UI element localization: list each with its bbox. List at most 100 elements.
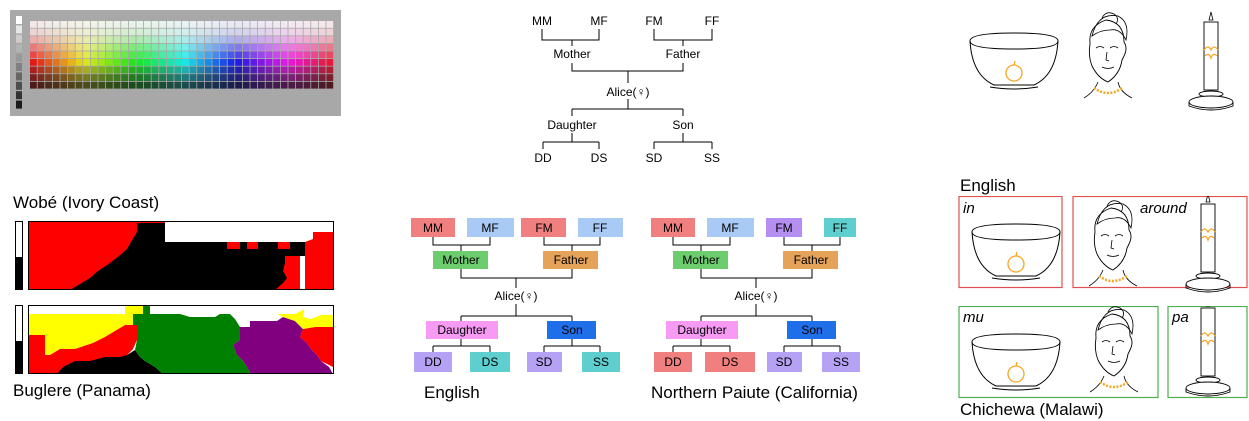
wobe-red-right bbox=[305, 232, 333, 290]
color-chip bbox=[273, 74, 280, 81]
color-chip bbox=[30, 36, 37, 43]
color-chip bbox=[265, 81, 273, 89]
color-chip bbox=[75, 36, 83, 43]
plain-mf: MF bbox=[590, 14, 607, 28]
color-chip bbox=[288, 28, 296, 36]
paiute-ss-box bbox=[822, 352, 860, 372]
color-chip bbox=[311, 74, 318, 81]
paiute-sd-box bbox=[767, 352, 802, 372]
english-fm-box bbox=[521, 218, 566, 237]
chichewa-mu-label: mu bbox=[963, 309, 984, 326]
color-chip bbox=[45, 21, 52, 28]
color-chip bbox=[303, 36, 311, 43]
color-chip bbox=[60, 66, 68, 74]
color-chip bbox=[75, 74, 83, 81]
color-chip bbox=[60, 28, 68, 36]
color-chip bbox=[121, 51, 128, 59]
color-chip bbox=[227, 28, 235, 36]
color-chip bbox=[98, 28, 106, 36]
wobe-map-border bbox=[28, 221, 334, 290]
color-chip bbox=[174, 36, 182, 43]
color-chip bbox=[288, 59, 296, 66]
paiute-kinship-caption: Northern Paiute (California) bbox=[651, 383, 858, 402]
color-chip bbox=[144, 21, 151, 28]
color-chip bbox=[258, 43, 265, 51]
color-chip bbox=[30, 51, 37, 59]
color-chip bbox=[235, 36, 242, 43]
color-chip bbox=[204, 43, 212, 51]
color-chip bbox=[136, 51, 144, 59]
color-chip bbox=[60, 51, 68, 59]
color-chip bbox=[212, 43, 220, 51]
color-chip bbox=[144, 81, 151, 89]
color-chip bbox=[326, 21, 334, 28]
color-chip bbox=[136, 59, 144, 66]
color-chip bbox=[144, 51, 151, 59]
color-chip bbox=[182, 21, 189, 28]
color-chip bbox=[128, 81, 136, 89]
color-chip bbox=[151, 81, 159, 89]
color-chip bbox=[136, 74, 144, 81]
color-chip bbox=[204, 21, 212, 28]
color-chip bbox=[83, 74, 90, 81]
color-chip bbox=[144, 43, 151, 51]
color-chip bbox=[296, 51, 303, 59]
color-chip bbox=[52, 28, 60, 36]
gray-chip bbox=[16, 25, 22, 34]
color-chip bbox=[45, 28, 52, 36]
color-chip bbox=[113, 21, 121, 28]
color-chip bbox=[128, 59, 136, 66]
color-chip bbox=[227, 66, 235, 74]
color-chip bbox=[174, 74, 182, 81]
color-chip bbox=[273, 21, 280, 28]
color-chip bbox=[326, 59, 334, 66]
color-chip bbox=[151, 59, 159, 66]
gray-chip bbox=[16, 91, 22, 100]
buglere-red-right bbox=[300, 327, 333, 374]
color-chip bbox=[128, 74, 136, 81]
color-chip bbox=[265, 66, 273, 74]
color-chip bbox=[204, 51, 212, 59]
english-around-face-icon bbox=[1087, 199, 1139, 288]
color-chip bbox=[68, 66, 75, 74]
color-chip bbox=[242, 21, 250, 28]
color-chip bbox=[75, 43, 83, 51]
color-chip bbox=[273, 66, 280, 74]
english-ss-box bbox=[582, 352, 620, 372]
color-chip bbox=[174, 81, 182, 89]
color-chip bbox=[45, 43, 52, 51]
wobe-color-map bbox=[15, 221, 334, 290]
color-chip bbox=[151, 43, 159, 51]
color-chip bbox=[60, 43, 68, 51]
color-chip bbox=[159, 66, 166, 74]
english-mm: MM bbox=[423, 221, 443, 235]
plain-ss: SS bbox=[704, 151, 720, 165]
gray-chip bbox=[16, 72, 22, 81]
color-chip bbox=[121, 59, 128, 66]
color-chip bbox=[37, 74, 45, 81]
color-chip bbox=[204, 66, 212, 74]
color-chip bbox=[106, 36, 113, 43]
color-chip bbox=[326, 74, 334, 81]
color-chip bbox=[159, 51, 166, 59]
color-chip bbox=[52, 59, 60, 66]
color-chip bbox=[235, 28, 242, 36]
color-chip bbox=[227, 21, 235, 28]
buglere-green-region bbox=[133, 306, 251, 374]
color-chip bbox=[227, 74, 235, 81]
kinship-tree-plain: MM MF FM FF Mother Father Alice(♀) Daugh… bbox=[532, 14, 720, 165]
color-chip bbox=[280, 21, 288, 28]
plain-ff: FF bbox=[705, 14, 720, 28]
english-dd-box bbox=[414, 352, 452, 372]
paiute-tree-lines bbox=[672, 237, 841, 352]
color-chip bbox=[296, 74, 303, 81]
chichewa-pa-label: pa bbox=[1171, 309, 1189, 326]
gray-chip bbox=[16, 34, 22, 43]
color-chip bbox=[90, 74, 98, 81]
gray-chip bbox=[16, 44, 22, 53]
color-chip bbox=[174, 66, 182, 74]
plain-father: Father bbox=[666, 47, 701, 61]
color-chip bbox=[189, 51, 197, 59]
color-chip bbox=[113, 66, 121, 74]
english-in-bowl-icon bbox=[971, 223, 1061, 281]
